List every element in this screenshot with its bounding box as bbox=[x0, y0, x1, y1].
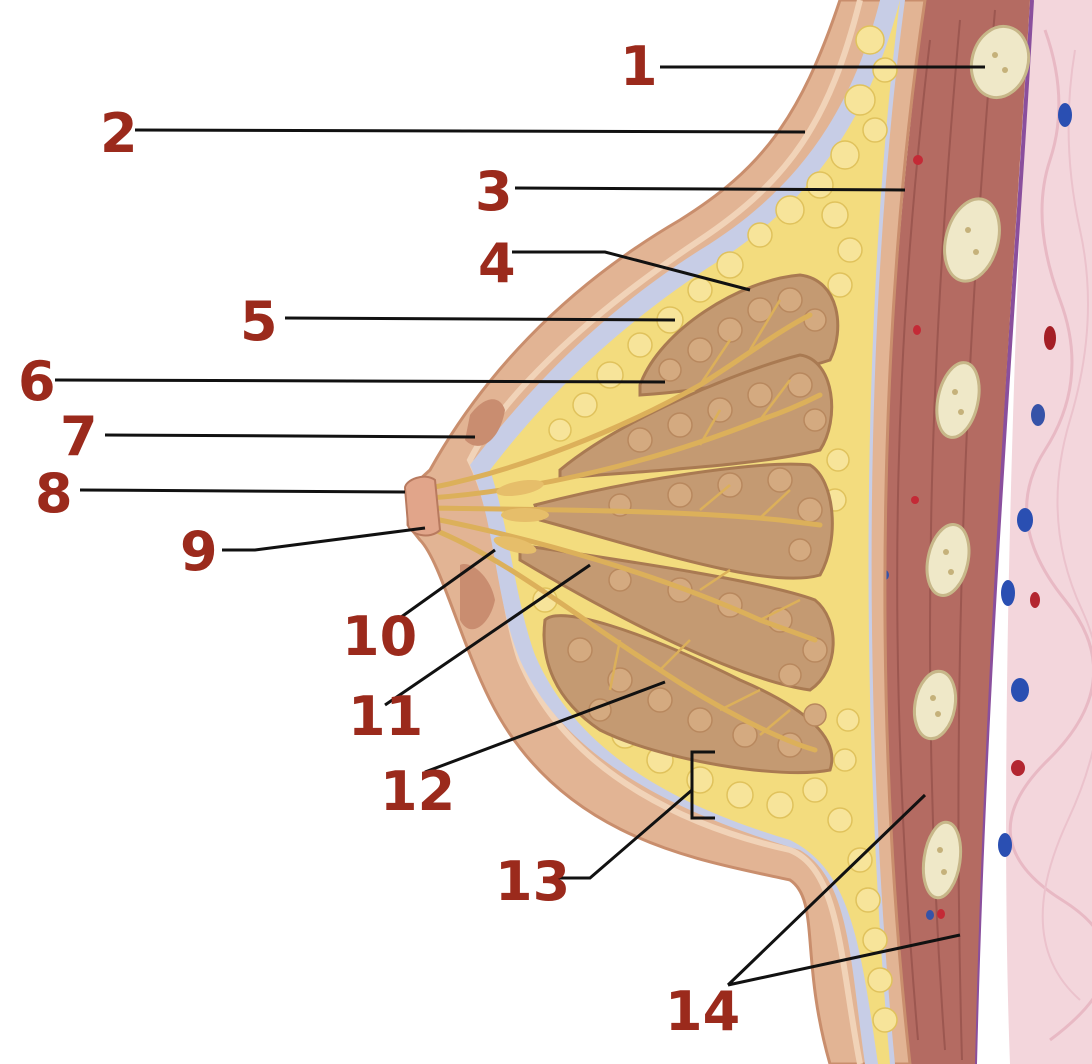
label-12: 12 bbox=[380, 760, 455, 823]
label-6: 6 bbox=[18, 350, 56, 413]
leader-2 bbox=[134, 128, 806, 134]
label-10: 10 bbox=[342, 605, 417, 668]
leader-13 bbox=[545, 750, 715, 880]
label-7: 7 bbox=[60, 405, 98, 468]
label-2: 2 bbox=[100, 102, 138, 165]
label-9: 9 bbox=[180, 520, 218, 583]
leader-4 bbox=[512, 250, 751, 292]
label-11: 11 bbox=[348, 685, 423, 748]
leader-5 bbox=[284, 316, 676, 322]
membrane-line bbox=[973, 0, 1034, 1064]
label-13: 13 bbox=[495, 850, 570, 913]
leader-7 bbox=[104, 433, 476, 439]
leader-10 bbox=[389, 548, 496, 627]
leader-11 bbox=[384, 563, 591, 707]
label-4: 4 bbox=[478, 232, 516, 295]
label-14: 14 bbox=[665, 980, 740, 1043]
label-1: 1 bbox=[620, 35, 658, 98]
label-5: 5 bbox=[240, 290, 278, 353]
ribs bbox=[912, 24, 1031, 900]
leader-14 bbox=[726, 793, 961, 987]
leader-9 bbox=[222, 526, 426, 552]
label-8: 8 bbox=[35, 462, 73, 525]
nipple-areola bbox=[403, 399, 505, 630]
leader-12 bbox=[424, 680, 666, 774]
number-labels: 1 2 3 4 5 6 7 8 9 10 11 12 13 14 bbox=[18, 35, 740, 1043]
label-3: 3 bbox=[475, 160, 513, 223]
leader-6 bbox=[54, 378, 666, 384]
leader-8 bbox=[79, 488, 406, 494]
ductal-branches bbox=[608, 299, 801, 736]
chest-wall bbox=[998, 0, 1092, 1064]
leader-lines bbox=[54, 65, 985, 987]
leader-3 bbox=[514, 186, 906, 192]
lactiferous-sinus bbox=[493, 479, 549, 554]
